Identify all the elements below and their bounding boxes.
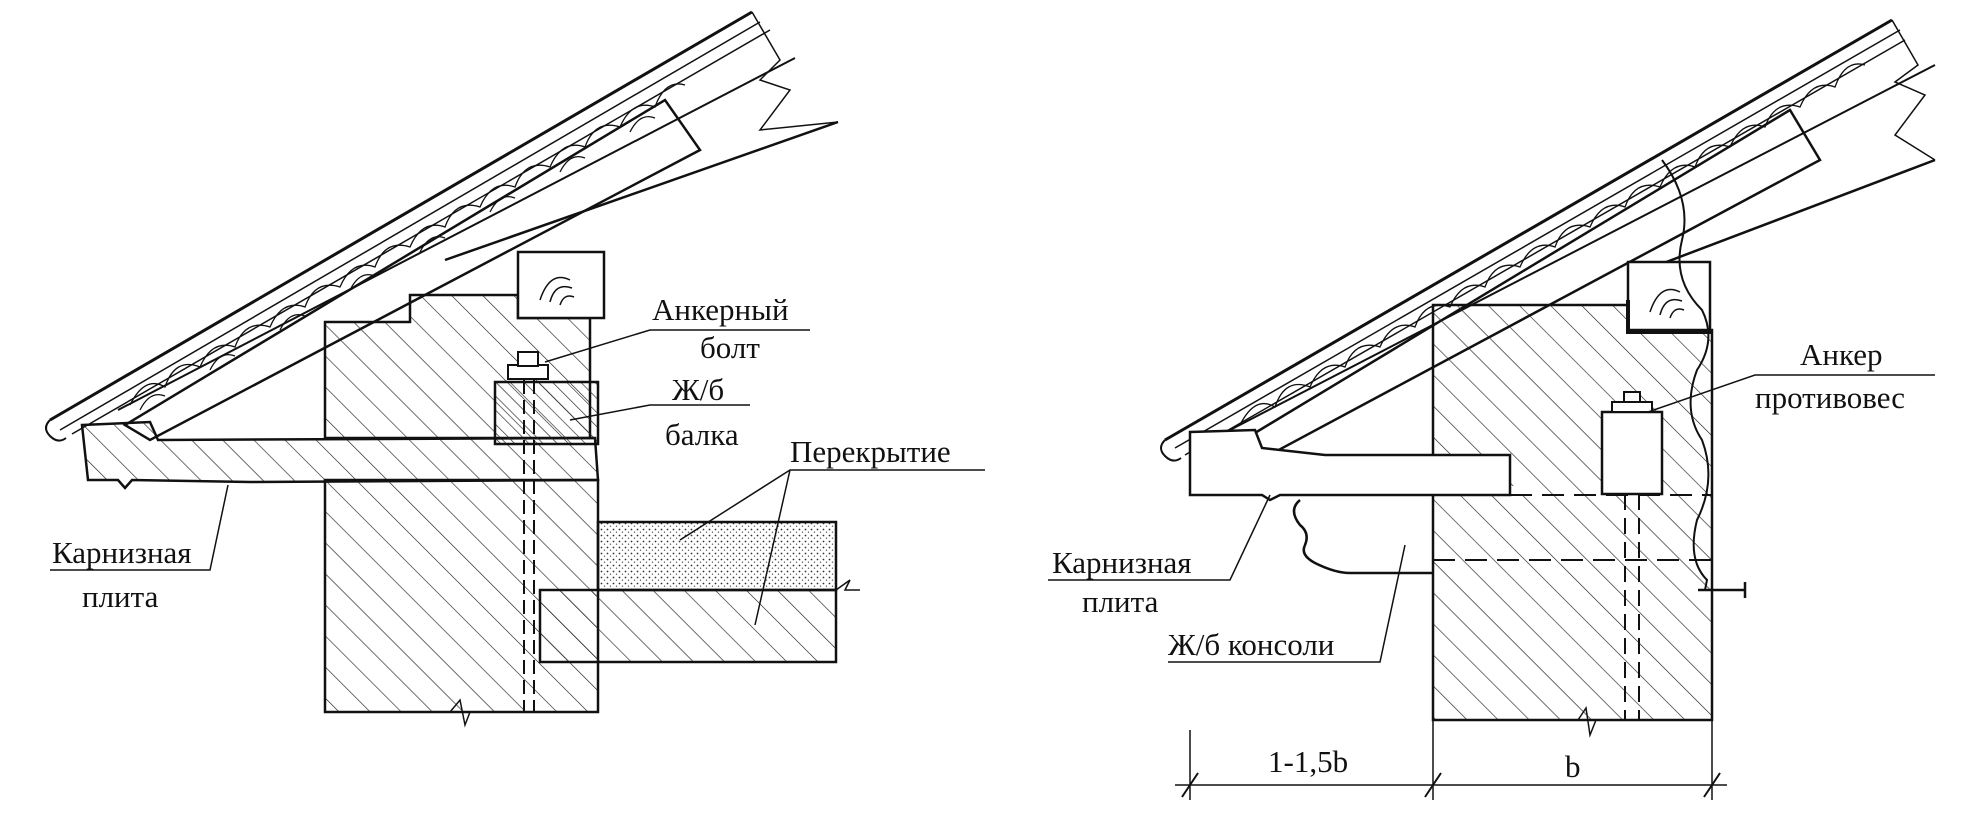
left-leaders [50, 329, 985, 626]
left-mauerlat [516, 250, 606, 320]
label-anchor-bolt-line1: Анкерный [652, 292, 789, 327]
right-leaders [1048, 374, 1935, 663]
right-mauerlat [1626, 260, 1712, 334]
left-anchor-bolt [507, 351, 549, 712]
label-cornice-slab-left-line1: Карнизная [52, 535, 192, 570]
label-anchor: Анкер [1800, 337, 1883, 372]
label-rc-beam-line1: Ж/б [672, 372, 724, 407]
label-floor-slab: Перекрытие [790, 434, 951, 469]
right-detail: Анкер противовес Карнизная плита Ж/б кон… [1048, 18, 1936, 800]
right-rc-console [1292, 499, 1433, 575]
label-counterweight: противовес [1755, 380, 1905, 415]
left-floor-slab [538, 588, 838, 664]
left-cornice-slab [80, 420, 600, 490]
label-cornice-slab-left-line2: плита [82, 579, 159, 614]
label-rc-console: Ж/б консоли [1168, 627, 1334, 662]
label-cornice-slab-right-line2: плита [1082, 584, 1159, 619]
left-floor-insulation [596, 520, 838, 592]
dim-overhang: 1-1,5b [1268, 744, 1348, 779]
right-dimension [1175, 720, 1727, 800]
label-rc-beam-line2: балка [665, 417, 739, 452]
left-rc-beam [493, 380, 600, 446]
left-detail: Анкерный болт Ж/б балка Перекрытие Карни… [45, 10, 985, 728]
label-cornice-slab-right-line1: Карнизная [1052, 545, 1192, 580]
right-wall [1431, 303, 1714, 722]
right-anchor-counterweight [1600, 391, 1664, 720]
left-roof [45, 10, 839, 442]
label-anchor-bolt-line2: болт [700, 330, 760, 365]
dim-wall-thickness: b [1565, 749, 1581, 784]
right-wire-tie [1661, 159, 1710, 591]
